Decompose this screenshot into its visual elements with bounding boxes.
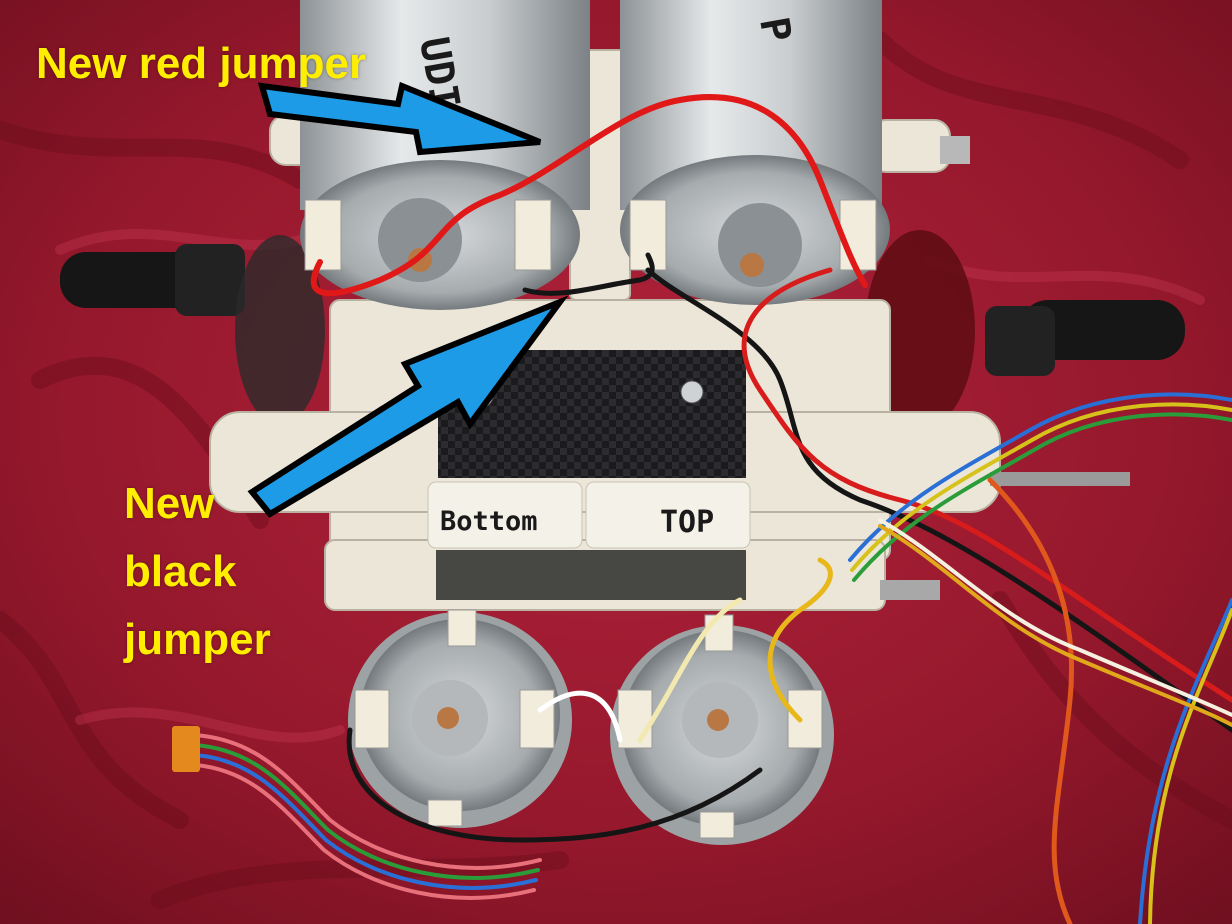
svg-text:Bottom: Bottom xyxy=(440,506,538,537)
black-jumper-label-line-3: jumper xyxy=(124,615,271,664)
plate-screw-right xyxy=(680,380,704,404)
rainbow-ribbon-cable-left xyxy=(193,733,542,900)
dark-disc-left xyxy=(235,235,325,425)
orange-wire xyxy=(987,477,1074,924)
bottom-motor-wires xyxy=(346,557,833,843)
bolt-right xyxy=(880,580,940,600)
left-handle xyxy=(60,244,245,316)
bolt-top-right xyxy=(940,136,970,164)
black-jumper-label: New black jumper xyxy=(124,470,271,674)
black-jumper-wire xyxy=(522,252,1232,733)
bottom-left-motor xyxy=(348,609,572,828)
dark-strip xyxy=(436,550,746,600)
translucent-red-dome xyxy=(865,230,975,430)
red-jumper-wire xyxy=(310,94,868,297)
block-bottom: Bottom xyxy=(427,481,583,549)
threaded-rod xyxy=(990,472,1130,486)
twisted-white-yellow-wire xyxy=(878,518,1232,727)
jst-connector xyxy=(172,726,200,772)
block-top: TOP xyxy=(585,481,751,549)
svg-text:TOP: TOP xyxy=(660,505,714,540)
red-lead-wire xyxy=(741,267,1232,703)
black-jumper-arrow xyxy=(247,295,569,518)
right-handle xyxy=(985,300,1185,376)
red-jumper-arrow xyxy=(257,81,542,156)
red-jumper-label: New red jumper xyxy=(36,39,367,88)
ribbon-cable-right xyxy=(848,392,1232,924)
black-jumper-label-line-2: black xyxy=(124,547,237,596)
black-jumper-label-line-1: New xyxy=(124,479,215,528)
